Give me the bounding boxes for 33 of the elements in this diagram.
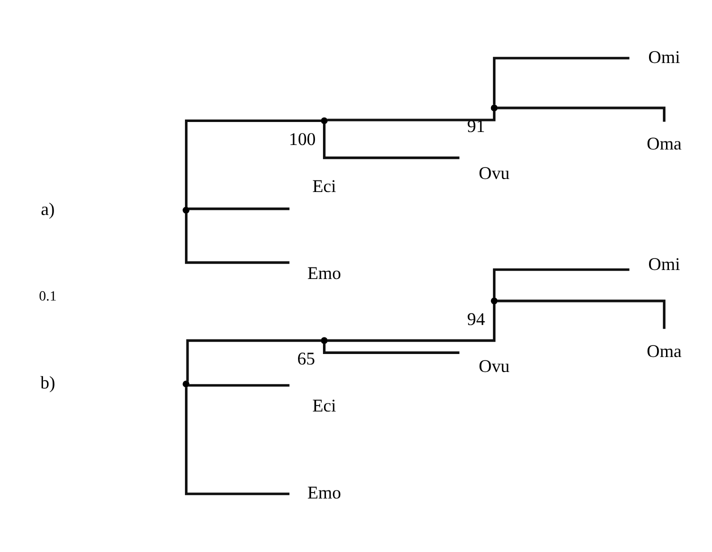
node-point xyxy=(320,337,328,344)
node-text: Oma xyxy=(646,340,682,361)
connector xyxy=(322,343,460,354)
node-text: Emo xyxy=(307,482,342,503)
node-text: Eci xyxy=(312,396,336,416)
node-point xyxy=(182,206,190,214)
connector xyxy=(188,384,290,387)
connector xyxy=(327,304,496,342)
node-text: Omi xyxy=(648,46,680,67)
node-text: Oma xyxy=(646,134,682,154)
node-text: Omi xyxy=(648,254,680,274)
connector xyxy=(184,387,290,496)
node-text: Emo xyxy=(307,262,342,283)
connector xyxy=(188,208,290,210)
node-label: 94 xyxy=(467,309,486,330)
label: 0.1 xyxy=(39,288,57,305)
connector xyxy=(327,110,496,122)
node-point xyxy=(490,104,498,112)
node-text: Ovu xyxy=(478,163,510,184)
node-point xyxy=(320,117,328,124)
label: a) xyxy=(40,198,55,219)
label: b) xyxy=(40,372,56,393)
node-point xyxy=(490,298,498,304)
node-label: 100 xyxy=(288,128,316,149)
node-text: Ovu xyxy=(478,356,510,376)
connector xyxy=(497,300,666,329)
node-text: Eci xyxy=(312,176,336,196)
connector xyxy=(322,124,460,160)
connector xyxy=(492,56,630,105)
connector xyxy=(492,268,630,298)
node-point xyxy=(182,380,190,388)
connector xyxy=(184,213,290,264)
node-label: 65 xyxy=(297,348,316,369)
